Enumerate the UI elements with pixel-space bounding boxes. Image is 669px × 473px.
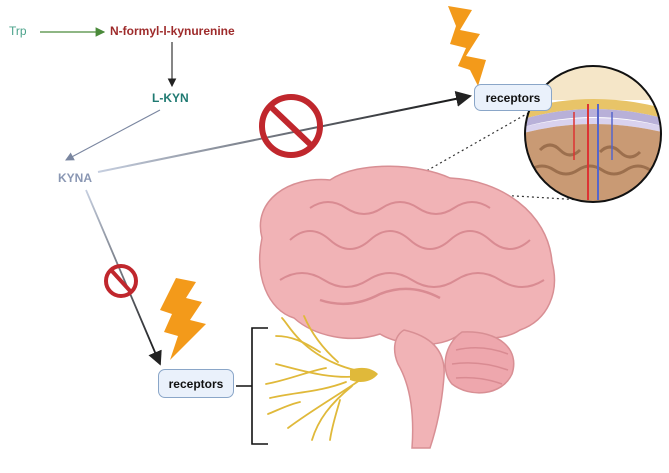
label-l-kyn: L-KYN (152, 91, 189, 105)
label-kyna: KYNA (58, 171, 93, 185)
receptors-box-trigeminal: receptors (158, 369, 234, 398)
lightning-bolt-icon (160, 278, 206, 360)
nerve-bracket (236, 327, 268, 445)
arrow-lkyn-kyna (65, 109, 161, 161)
trigeminal-ganglion (350, 367, 378, 382)
lightning-bolt-icon (448, 6, 486, 86)
arrow-kyna-to-trigeminal-receptors (85, 189, 162, 366)
inhibition-icon (104, 264, 138, 298)
label-trp: Trp (9, 24, 27, 38)
inset-pointer (413, 111, 531, 179)
receptors-box-meningeal: receptors (474, 84, 552, 111)
inhibition-icon (259, 94, 323, 158)
meninges-inset (524, 65, 662, 203)
brain-illustration (259, 165, 556, 449)
arrow-kyna-to-meningeal-receptors (97, 90, 472, 173)
label-n-formyl-l-kynurenine: N-formyl-l-kynurenine (110, 24, 235, 38)
